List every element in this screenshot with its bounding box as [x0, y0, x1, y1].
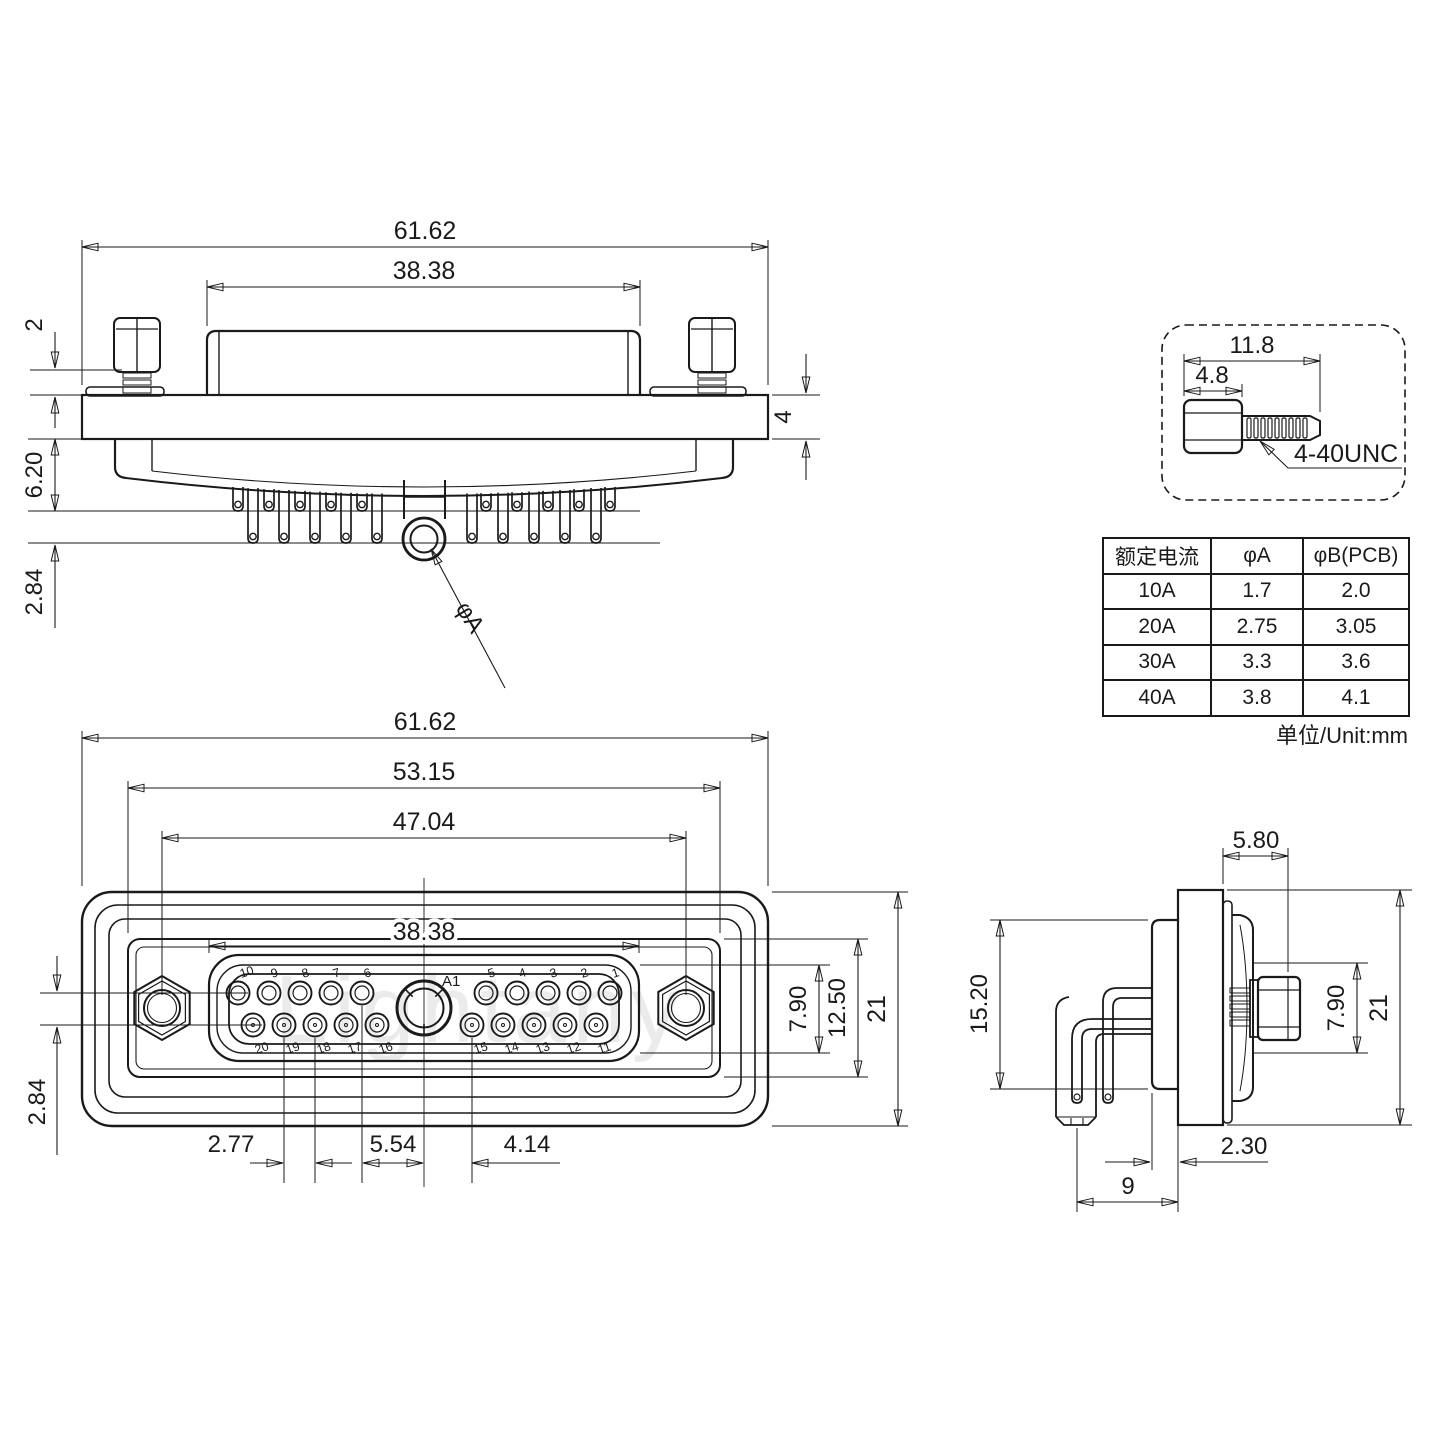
table-cell: 3.6	[1302, 643, 1410, 681]
dim-pin-pitch: 2.77	[208, 1131, 255, 1158]
pin-number-label: 19	[284, 1039, 302, 1057]
table-header-current: 额定电流	[1102, 537, 1212, 575]
table-header-phiB: φB(PCB)	[1302, 537, 1410, 575]
dim-center-pin-dia-label: φA	[450, 597, 490, 638]
pin-number-label: 7	[331, 965, 342, 980]
dim-face-height: 12.50	[824, 978, 851, 1038]
detail-boundary-box	[1161, 324, 1406, 501]
dim-front-overall-width: 61.62	[394, 708, 457, 736]
dim-front-overall-height: 21	[863, 995, 891, 1023]
table-cell: 20A	[1102, 608, 1212, 646]
table-cell: 30A	[1102, 643, 1212, 681]
top-view-dimensions: 61.62 38.38 2 6.20 2.84 4	[21, 217, 820, 689]
pin-number-label: 5	[486, 965, 497, 980]
dim-side-screw-height: 7.90	[1323, 985, 1350, 1032]
dim-side-pin-length: 15.20	[966, 974, 993, 1034]
table-header-phiA: φA	[1210, 537, 1304, 575]
pin-number-label: 11	[596, 1040, 613, 1057]
front-view-dimensions: 61.62 53.15 47.04 38.38 7.90 12.50	[24, 708, 908, 1168]
side-view-pins	[1071, 987, 1152, 1104]
pin-number-label: 14	[503, 1039, 521, 1057]
left-screw	[113, 317, 161, 394]
table-cell: 1.7	[1210, 572, 1304, 610]
dim-row-spacing: 2.84	[24, 1079, 51, 1126]
pin-number-label: 9	[269, 965, 280, 980]
dim-screw-protrusion: 5.80	[1233, 827, 1280, 854]
table-cell: 3.3	[1210, 643, 1304, 681]
table-cell: 2.75	[1210, 608, 1304, 646]
table-cell: 4.1	[1302, 679, 1410, 717]
side-view-dimensions: 5.80 15.20 7.90 21 2.30 9	[966, 827, 1412, 1212]
pin-number-label: 10	[238, 963, 256, 981]
pin-number-label: 13	[534, 1039, 552, 1057]
dim-screw-total-length: 11.8	[1230, 332, 1275, 359]
dim-center-gap: 4.14	[504, 1131, 551, 1158]
dim-opening-height: 7.90	[785, 986, 812, 1033]
dim-double-pitch: 5.54	[370, 1131, 417, 1158]
side-view-screw	[1229, 975, 1302, 1042]
pin-number-label: 6	[362, 965, 373, 980]
pin-number-label: 20	[253, 1039, 271, 1057]
dim-screw-head-length: 4.8	[1195, 362, 1228, 389]
pin-number-label: 2	[579, 965, 590, 980]
table-cell: 3.8	[1210, 679, 1304, 717]
dim-mount-hole-spacing: 47.04	[393, 808, 456, 836]
pin-number-label: 18	[315, 1039, 333, 1057]
pin-number-label: 17	[346, 1039, 364, 1057]
pin-number-label: 16	[377, 1039, 395, 1057]
table-cell: 3.05	[1302, 608, 1410, 646]
dim-top-overall-width: 61.62	[394, 217, 457, 245]
thread-hatch	[1246, 417, 1308, 439]
side-view: 5.80 15.20 7.90 21 2.30 9	[966, 827, 1412, 1212]
table-cell: 2.0	[1302, 572, 1410, 610]
unit-note: 单位/Unit:mm	[1275, 723, 1408, 748]
dim-screw-thread: 2	[21, 318, 48, 331]
dim-side-offset: 2.30	[1221, 1133, 1268, 1160]
dim-pin-stagger-top: 2.84	[21, 569, 48, 616]
dim-face-width: 53.15	[393, 758, 456, 786]
thread-spec-label: 4-40UNC	[1294, 440, 1398, 468]
pin-number-label: 4	[517, 965, 528, 980]
dim-front-shroud-width: 38.38	[393, 918, 456, 946]
dim-top-shroud-width: 38.38	[393, 257, 456, 285]
pin-number-label: 12	[565, 1039, 583, 1057]
screw-detail: 11.8 4.8 4-40UNC	[1161, 324, 1406, 501]
pin-number-label: 8	[300, 965, 311, 980]
spec-table: 额定电流 φA φB(PCB) 10A 1.7 2.0 20A 2.75 3.0…	[1102, 537, 1410, 717]
pin-number-label: 3	[548, 965, 559, 980]
dim-side-pin-depth: 9	[1121, 1173, 1134, 1200]
table-cell: 40A	[1102, 679, 1212, 717]
dim-flange-thickness: 4	[770, 410, 797, 423]
table-cell: 10A	[1102, 572, 1212, 610]
pin-support-bracket	[1055, 996, 1152, 1126]
dim-side-overall-height: 21	[1365, 994, 1393, 1022]
center-pin-label: A1	[442, 973, 460, 990]
pin-number-label: 1	[610, 965, 621, 980]
top-side-view: 61.62 38.38 2 6.20 2.84 4	[21, 217, 820, 689]
pin-number-label: 15	[472, 1039, 490, 1057]
right-screw	[688, 317, 736, 394]
dim-body-depth: 6.20	[21, 452, 48, 499]
